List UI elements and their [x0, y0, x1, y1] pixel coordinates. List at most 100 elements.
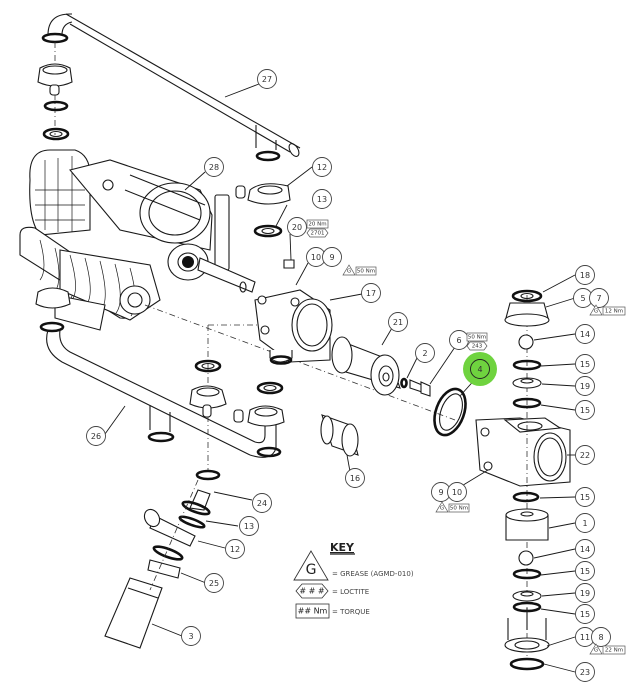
grease-icon-item-9-lower: G	[435, 501, 449, 513]
part-gasket-13b	[178, 515, 206, 529]
svg-text:50 Nm: 50 Nm	[468, 334, 486, 340]
highlight-marker	[463, 352, 497, 386]
key-torque-text: = TORQUE	[332, 608, 370, 616]
balloon-label: 27	[262, 75, 272, 84]
balloon-circle	[322, 247, 342, 267]
balloon-item-15e: 15	[575, 604, 595, 624]
key-legend: KEY G = GREASE (AGMD-010) # # # = LOCTIT…	[293, 541, 414, 619]
balloon-circle	[181, 626, 201, 646]
part-valve-block-1	[505, 508, 549, 541]
balloon-label: 15	[580, 567, 590, 576]
balloon-circle	[239, 516, 259, 536]
part-bottom-cap-11	[504, 608, 550, 653]
key-title: KEY	[330, 541, 355, 554]
balloon-label: 14	[580, 545, 590, 554]
balloon-circle	[388, 312, 408, 332]
balloon-label: 21	[393, 318, 403, 327]
balloon-item-12a: 12	[312, 157, 332, 177]
balloon-circle	[415, 343, 435, 363]
balloon-item-1: 1	[575, 513, 595, 533]
key-grease-symbol: G	[306, 562, 317, 578]
svg-text:50 Nm: 50 Nm	[450, 505, 468, 511]
balloon-item-3: 3	[181, 626, 201, 646]
torque-tag-item-8: 22 Nm	[602, 645, 626, 655]
balloon-label: 4	[477, 365, 482, 374]
balloon-label: 9	[329, 253, 334, 262]
balloon-item-2: 2	[415, 343, 435, 363]
balloon-label: 1	[582, 519, 587, 528]
balloon-circle	[312, 157, 332, 177]
balloon-circle	[575, 513, 595, 533]
balloon-item-19a: 19	[575, 376, 595, 396]
balloon-label: 25	[209, 579, 219, 588]
balloon-label: 15	[580, 493, 590, 502]
part-ball-14a	[518, 334, 534, 350]
part-oring-15c	[512, 491, 540, 503]
key-torque-symbol: ## Nm	[298, 607, 328, 616]
part-filter-element-16	[320, 414, 359, 457]
balloon-label: 12	[230, 545, 240, 554]
part-centre-clamps	[189, 325, 285, 481]
balloon-label: 18	[580, 271, 590, 280]
balloon-circle	[204, 573, 224, 593]
balloon-item-4: 4	[463, 352, 497, 386]
balloon-label: 15	[580, 610, 590, 619]
balloon-item-6: 6	[449, 330, 469, 350]
key-loctite-entry: # # # = LOCTITE	[295, 583, 369, 599]
balloon-circle	[287, 217, 307, 237]
balloon-circle	[575, 354, 595, 374]
balloon-label: 15	[580, 406, 590, 415]
leader-lines	[104, 83, 576, 673]
balloon-circle	[575, 583, 595, 603]
balloon-item-7: 7	[589, 288, 609, 308]
grease-icon-item-9: G	[342, 264, 356, 276]
svg-text:12 Nm: 12 Nm	[605, 308, 623, 314]
balloon-circle	[575, 324, 595, 344]
grease-icon-item-8: G	[589, 643, 603, 655]
balloon-circle	[589, 288, 609, 308]
balloon-label: 6	[456, 336, 461, 345]
balloon-circle	[575, 445, 595, 465]
loctite-tag-item-20: 2701	[306, 228, 329, 238]
key-grease-text: = GREASE (AGMD-010)	[332, 570, 414, 578]
balloon-item-13a: 13	[312, 189, 332, 209]
part-seat-19b	[512, 590, 542, 602]
part-oring-2	[400, 377, 408, 389]
balloon-item-15d: 15	[575, 561, 595, 581]
part-pipe-26	[35, 287, 282, 458]
part-pump-housing-28	[19, 149, 256, 331]
svg-text:50 Nm: 50 Nm	[357, 268, 375, 274]
balloon-item-18: 18	[575, 265, 595, 285]
balloon-item-15a: 15	[575, 354, 595, 374]
balloon-circle	[86, 426, 106, 446]
balloon-item-28: 28	[204, 157, 224, 177]
balloon-label: 2	[422, 349, 427, 358]
part-oring-15b	[512, 397, 542, 409]
balloon-item-12b: 12	[225, 539, 245, 559]
balloon-item-23: 23	[575, 662, 595, 682]
part-bottom-seal-23	[509, 657, 545, 671]
svg-text:G: G	[440, 506, 444, 512]
loctite-tag-item-6: 243	[466, 341, 488, 351]
key-torque-entry: ## Nm = TORQUE	[295, 603, 370, 619]
balloon-label: 19	[580, 589, 590, 598]
balloon-circle	[470, 359, 490, 379]
balloon-item-25: 25	[204, 573, 224, 593]
balloon-label: 22	[580, 451, 590, 460]
balloon-label: 5	[580, 294, 585, 303]
balloon-label: 28	[209, 163, 219, 172]
balloon-circle	[225, 539, 245, 559]
balloon-label: 7	[596, 294, 601, 303]
balloon-circle	[575, 604, 595, 624]
balloon-label: 17	[366, 289, 376, 298]
balloon-circle	[575, 376, 595, 396]
balloon-item-14b: 14	[575, 539, 595, 559]
balloon-circle	[361, 283, 381, 303]
balloon-label: 19	[580, 382, 590, 391]
part-bolt-6	[409, 379, 431, 397]
svg-text:G: G	[347, 269, 351, 275]
part-elbow-24	[181, 489, 211, 516]
